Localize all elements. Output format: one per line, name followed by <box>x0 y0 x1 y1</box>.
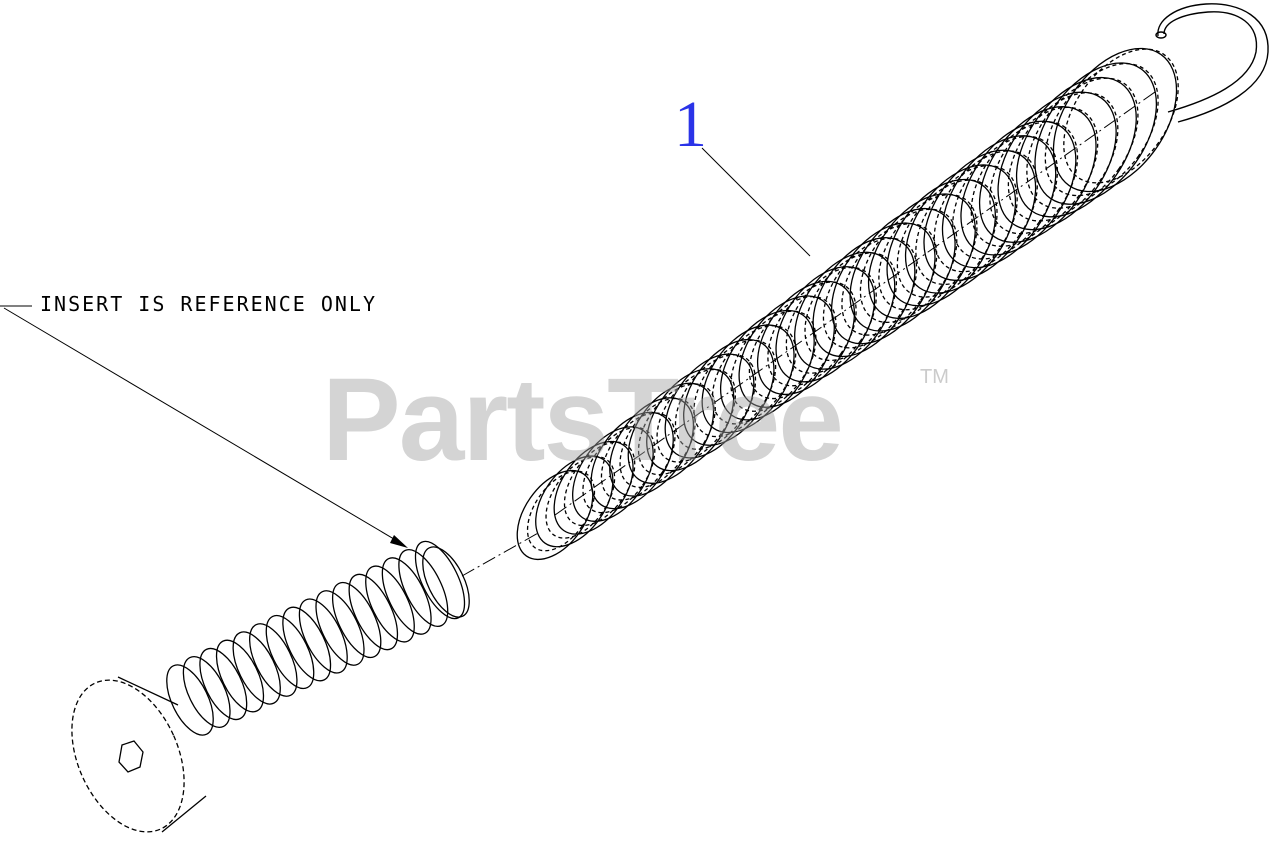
note-arrowhead <box>390 535 408 548</box>
spring-coil <box>849 207 956 332</box>
spring-coil <box>701 324 795 434</box>
insert-thread <box>265 614 315 690</box>
insert-thread <box>381 557 432 635</box>
spring-coil-hidden-edge <box>619 397 696 488</box>
spring-coil-hidden-edge <box>915 164 1018 286</box>
callout-leader-line <box>701 147 811 257</box>
spring-coil-hidden-edge <box>933 150 1038 273</box>
spring-coil <box>1034 62 1158 205</box>
insert-thread <box>232 631 281 705</box>
reference-note: INSERT IS REFERENCE ONLY <box>40 292 377 316</box>
spring-coil <box>941 135 1057 269</box>
note-leader-arrow-line <box>3 307 405 546</box>
spring-coil <box>812 237 916 358</box>
spring-coil <box>590 411 674 510</box>
center-axis-line <box>461 531 541 577</box>
insert-flat-head <box>71 676 207 833</box>
insert-thread <box>398 549 449 627</box>
spring-coil <box>627 382 715 484</box>
insert-thread <box>365 565 415 643</box>
spring-coil <box>923 149 1037 281</box>
spring-coil <box>775 266 876 383</box>
spring-coil <box>516 469 594 561</box>
spring-coil <box>535 455 614 548</box>
spring-coil <box>997 91 1117 231</box>
spring-coil-hidden-edge <box>600 412 676 501</box>
spring-hook <box>1155 3 1269 123</box>
spring-coil-hidden-edge <box>952 135 1059 260</box>
spring-coil-hidden-edge <box>1063 48 1179 184</box>
spring-coil-hidden-edge <box>785 266 877 374</box>
extension-spring <box>516 47 1179 561</box>
spring-coil <box>683 338 775 446</box>
spring-coil-hidden-edge <box>711 325 797 425</box>
spring-coil-hidden-edge <box>804 252 898 362</box>
insert-thread <box>182 656 231 728</box>
insert-thread <box>331 581 382 659</box>
spring-coil <box>572 426 654 522</box>
spring-coil <box>738 295 835 408</box>
callout-number-1[interactable]: 1 <box>674 88 707 161</box>
spring-coil <box>978 106 1097 243</box>
spring-coil <box>1052 47 1178 193</box>
insert-thread <box>315 590 365 666</box>
trademark-symbol: TM <box>920 366 949 388</box>
spring-coil <box>756 280 856 396</box>
spring-coil-hidden-edge <box>859 208 958 324</box>
spring-coil-hidden-edge <box>1026 77 1139 209</box>
watermark: PartsTree <box>322 354 844 486</box>
insert-thread <box>249 623 298 697</box>
insert-thread <box>282 606 332 682</box>
spring-coil <box>1015 76 1137 218</box>
insert-end-cap <box>422 546 470 618</box>
insert-thread <box>199 647 248 721</box>
spring-coil-hidden-edge <box>730 310 817 412</box>
spring-coil-hidden-edge <box>767 281 857 387</box>
insert-thread <box>215 639 265 713</box>
spring-coil-hidden-edge <box>582 426 656 514</box>
spring-coil-hidden-edge <box>748 295 837 400</box>
threaded-insert <box>166 540 470 736</box>
spring-coil <box>960 120 1077 256</box>
spring-coil-hidden-edge <box>878 194 978 311</box>
insert-thread <box>166 664 214 736</box>
spring-coil-hidden-edge <box>637 383 716 476</box>
spring-coil <box>719 309 815 421</box>
spring-coil <box>830 222 936 345</box>
spring-coil <box>664 353 755 459</box>
spring-coil <box>609 397 695 497</box>
spring-coil-hidden-edge <box>896 179 998 298</box>
insert-thread <box>348 573 399 651</box>
spring-axis-line <box>554 91 1156 516</box>
spring-coil-hidden-edge <box>1044 62 1159 197</box>
insert-thread <box>298 598 348 674</box>
